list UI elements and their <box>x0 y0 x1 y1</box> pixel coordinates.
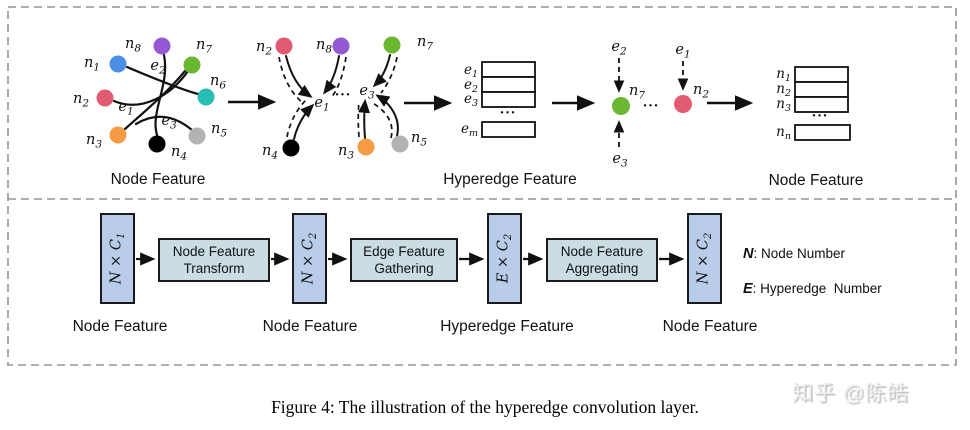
node-n8 <box>332 37 350 55</box>
flow-caption-hyperedge-feature: Hyperedge Feature <box>440 318 574 335</box>
row-label-n2: n2 <box>776 81 791 99</box>
hyperedge-feature-rows <box>481 61 536 138</box>
row-label-nn: nn <box>776 124 791 142</box>
label-n2: n2 <box>256 39 272 58</box>
ellipsis: ··· <box>812 109 829 124</box>
hyperedge-feature-row-labels: e1 e2 e3 ··· em <box>461 62 517 139</box>
label-n5: n5 <box>411 130 427 149</box>
matrix-label-nxc2-a: N × C2 <box>300 232 319 285</box>
hypergraph-labels: n1 n2 n3 n4 n5 n6 n7 n8 e1 e2 e3 <box>73 36 227 163</box>
label-n7: n7 <box>417 34 433 53</box>
watermark-zhihu: 知乎 @陈皓 <box>792 382 910 405</box>
node-n5 <box>188 127 206 145</box>
process-box-line1: Edge Feature <box>363 243 445 259</box>
legend-key-n: N <box>743 246 754 262</box>
label-n2: n2 <box>693 82 709 101</box>
label-n5: n5 <box>211 121 227 140</box>
node-n5 <box>391 135 409 153</box>
gather-labels: n2 n8 n7 n4 n3 n5 e1 e3 ··· <box>256 34 433 162</box>
label-n8: n8 <box>316 37 332 56</box>
node-n7 <box>383 36 401 54</box>
node-n2 <box>674 95 692 113</box>
label-n7: n7 <box>629 83 645 102</box>
label-n2: n2 <box>73 91 89 110</box>
hypergraph-edges <box>112 53 200 137</box>
gather-nodes <box>275 36 409 157</box>
matrix-block-exc2: E × C2 <box>487 213 522 304</box>
node-n1 <box>109 55 127 73</box>
matrix-label-nxc1: N × C1 <box>108 232 127 285</box>
row-label-e1: e1 <box>464 62 478 80</box>
label-n7: n7 <box>196 37 212 56</box>
legend-node-number: N: Node Number <box>743 246 845 262</box>
gather-solid-edges <box>285 54 399 140</box>
node-feature-row-labels: n1 n2 n3 ··· nn <box>776 66 829 142</box>
label-n4: n4 <box>262 143 278 162</box>
flow-caption-node-feature-2: Node Feature <box>262 318 358 335</box>
row-label-n3: n3 <box>776 96 791 114</box>
node-n4 <box>282 139 300 157</box>
legend-desc: : Hyperedge Number <box>752 281 882 296</box>
label-e1: e1 <box>675 42 690 61</box>
process-box-line1: Node Feature <box>560 243 644 259</box>
hypergraph-nodes <box>96 37 215 153</box>
flow-caption-node-feature-1: Node Feature <box>72 318 168 335</box>
node-n8 <box>153 37 171 55</box>
matrix-block-nxc2-a: N × C2 <box>292 213 327 304</box>
legend-desc: : Node Number <box>753 246 846 261</box>
process-box-line1: Node Feature <box>172 243 256 259</box>
label-e1: e1 <box>118 99 133 118</box>
outer-panel-border <box>7 6 957 366</box>
process-box-edge-feature-gathering: Edge Feature Gathering <box>350 238 458 282</box>
label-n3: n3 <box>338 143 354 162</box>
matrix-block-nxc1: N × C1 <box>100 213 135 304</box>
node-n2 <box>96 89 114 107</box>
label-e3: e3 <box>161 113 177 132</box>
row-label-e2: e2 <box>464 77 478 95</box>
row-label-em: em <box>461 121 478 139</box>
label-e3: e3 <box>359 83 375 102</box>
figure-caption: Figure 4: The illustration of the hypere… <box>271 397 699 417</box>
label-e2: e2 <box>611 39 627 58</box>
gather-dashed-edges <box>278 56 398 139</box>
node-n3 <box>357 138 375 156</box>
process-box-line2: Transform <box>183 261 245 276</box>
legend-hyperedge-number: E: Hyperedge Number <box>743 281 882 297</box>
node-n7 <box>183 56 201 74</box>
process-box-line2: Gathering <box>374 261 434 276</box>
node-n3 <box>109 126 127 144</box>
ellipsis: ··· <box>335 88 352 103</box>
matrix-label-exc2: E × C2 <box>495 233 514 284</box>
label-n8: n8 <box>125 36 141 55</box>
aggregate-cluster: e2 n7 e3 ··· e1 n2 <box>611 39 709 170</box>
row-label-n1: n1 <box>776 66 791 84</box>
process-box-line2: Aggregating <box>565 261 639 276</box>
label-n3: n3 <box>86 132 102 151</box>
node-n4 <box>148 135 166 153</box>
node-n2 <box>275 37 293 55</box>
ellipsis: ··· <box>643 99 660 114</box>
legend-key-e: E <box>743 281 753 297</box>
section-caption-node-feature-right: Node Feature <box>769 172 864 189</box>
matrix-block-nxc2-b: N × C2 <box>687 213 722 304</box>
label-e3: e3 <box>612 151 628 170</box>
process-box-node-feature-aggregating: Node Feature Aggregating <box>546 238 658 282</box>
matrix-label-nxc2-b: N × C2 <box>695 232 714 285</box>
node-feature-rows <box>794 66 851 141</box>
ellipsis: ··· <box>500 106 517 121</box>
label-n1: n1 <box>84 55 100 74</box>
label-e1: e1 <box>314 95 329 114</box>
section-caption-hyperedge-feature: Hyperedge Feature <box>443 171 577 188</box>
process-box-node-feature-transform: Node Feature Transform <box>158 238 270 282</box>
label-n4: n4 <box>171 144 187 163</box>
row-label-e3: e3 <box>464 91 478 109</box>
section-caption-node-feature-left: Node Feature <box>111 171 206 188</box>
label-e2: e2 <box>150 58 166 77</box>
node-n7 <box>612 97 630 115</box>
label-n6: n6 <box>210 73 226 92</box>
flow-caption-node-feature-3: Node Feature <box>662 318 758 335</box>
node-n6 <box>197 88 215 106</box>
